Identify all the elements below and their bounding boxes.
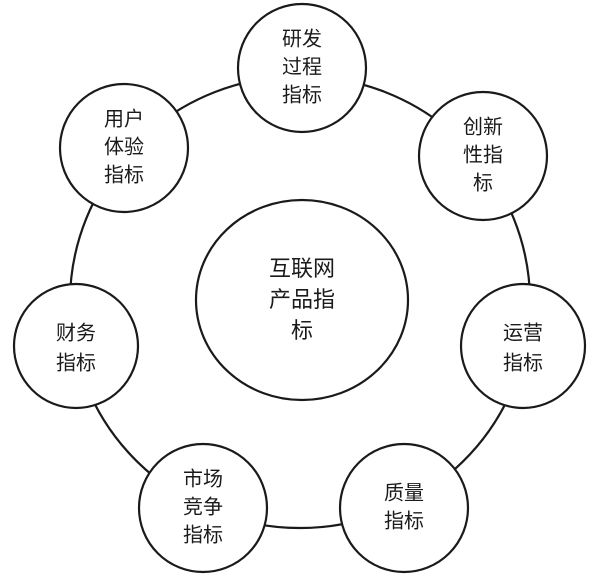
node-innovation-circle [417,90,549,222]
node-ux-line-2: 体验 [104,135,144,159]
node-operation-line-1: 运营 [503,321,543,345]
node-rnd-line-3: 指标 [282,83,322,107]
node-ux-circle [58,82,190,214]
node-quality-circle [338,442,470,574]
node-ux-line-1: 用户 [104,107,144,131]
node-ux: 用户 体验 指标 [58,82,190,214]
center-label-line-2: 产品指 [269,288,335,313]
node-market-line-1: 市场 [183,467,223,491]
node-market-line-2: 竞争 [183,495,223,519]
node-rnd-circle [236,2,368,134]
node-innovation-line-1: 创新 [463,115,503,139]
node-finance-circle [12,282,140,410]
center-label-line-3: 标 [291,319,313,344]
node-quality-line-2: 指标 [384,509,424,533]
node-finance-line-2: 指标 [56,351,96,375]
node-innovation: 创新 性指 标 [417,90,549,222]
node-operation-circle [459,282,587,410]
node-innovation-line-2: 性指 [463,143,503,167]
node-market-line-3: 指标 [183,523,223,547]
node-rnd-line-2: 过程 [282,55,322,79]
node-market-circle [137,442,269,574]
node-innovation-line-3: 标 [473,171,493,195]
node-rnd-line-1: 研发 [282,27,322,51]
node-operation-line-2: 指标 [503,351,543,375]
node-finance: 财务 指标 [12,282,140,410]
node-rnd: 研发 过程 指标 [236,2,368,134]
center-node [194,198,410,402]
center-label-line-1: 互联网 [269,257,335,282]
node-finance-line-1: 财务 [56,321,96,345]
node-operation: 运营 指标 [459,282,587,410]
node-quality-line-1: 质量 [384,481,424,505]
center-node-group: 互联网 产品指 标 [194,198,410,402]
node-quality: 质量 指标 [338,442,470,574]
node-ux-line-3: 指标 [104,163,144,187]
node-market: 市场 竞争 指标 [137,442,269,574]
